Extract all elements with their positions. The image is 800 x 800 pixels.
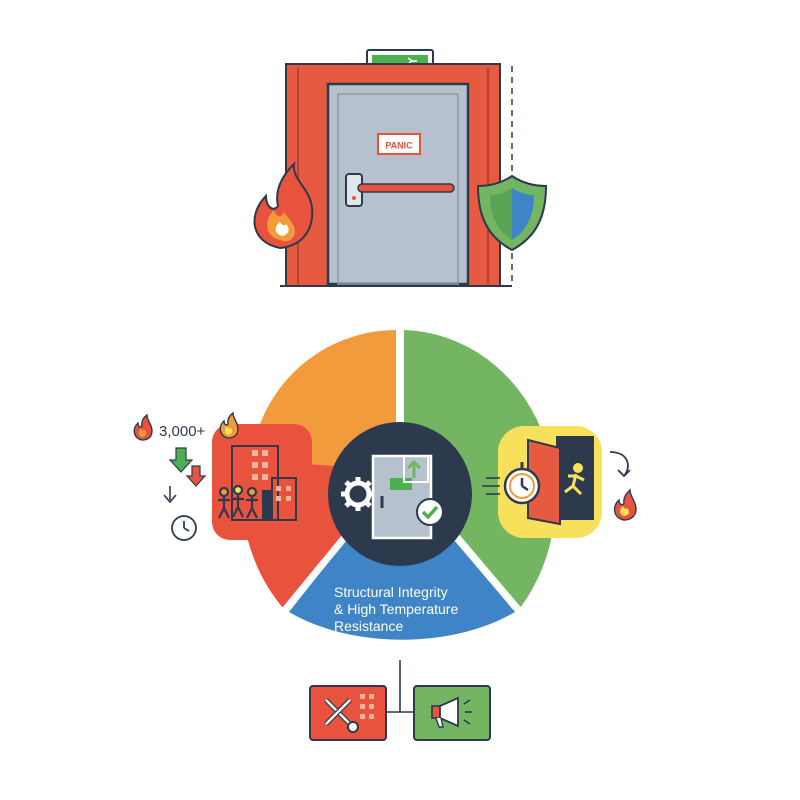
down-arrow-green-icon <box>168 447 194 473</box>
fire-stat-callout: 3,000+ <box>133 411 239 541</box>
tools-building-icon <box>324 694 374 733</box>
curved-arrow-icon <box>609 451 631 478</box>
segment-label-line-2: & High Temperature <box>334 601 458 617</box>
shield-icon <box>476 174 548 252</box>
segment-green <box>404 330 556 608</box>
door-gear-check-icon <box>341 454 444 540</box>
building-evacuation-icon <box>212 424 312 540</box>
flame-icon-right <box>613 488 637 521</box>
flame-icon <box>253 161 314 250</box>
exit-door-stopwatch-icon <box>482 426 602 538</box>
clock-icon <box>171 515 197 541</box>
panic-bar <box>357 183 455 193</box>
small-flame-icon <box>133 413 153 441</box>
megaphone-icon <box>431 696 472 728</box>
segment-label-line-1: Structural Integrity <box>334 584 448 600</box>
connector-lines <box>386 660 414 713</box>
down-arrow-red-icon <box>185 465 207 487</box>
thin-down-arrow-icon <box>163 486 177 504</box>
panic-sign-label: PANIC <box>385 141 413 151</box>
maintenance-card <box>309 685 387 741</box>
fire-door-illustration: PANIC <box>280 49 513 287</box>
stat-value: 3,000+ <box>159 423 206 440</box>
cycle-diagram: Structural Integrity & High Temperature … <box>212 326 602 640</box>
small-flame-icon-right <box>219 411 239 439</box>
communication-card <box>413 685 491 741</box>
segment-label-line-3: Resistance <box>334 618 403 634</box>
panic-sign <box>377 133 421 155</box>
